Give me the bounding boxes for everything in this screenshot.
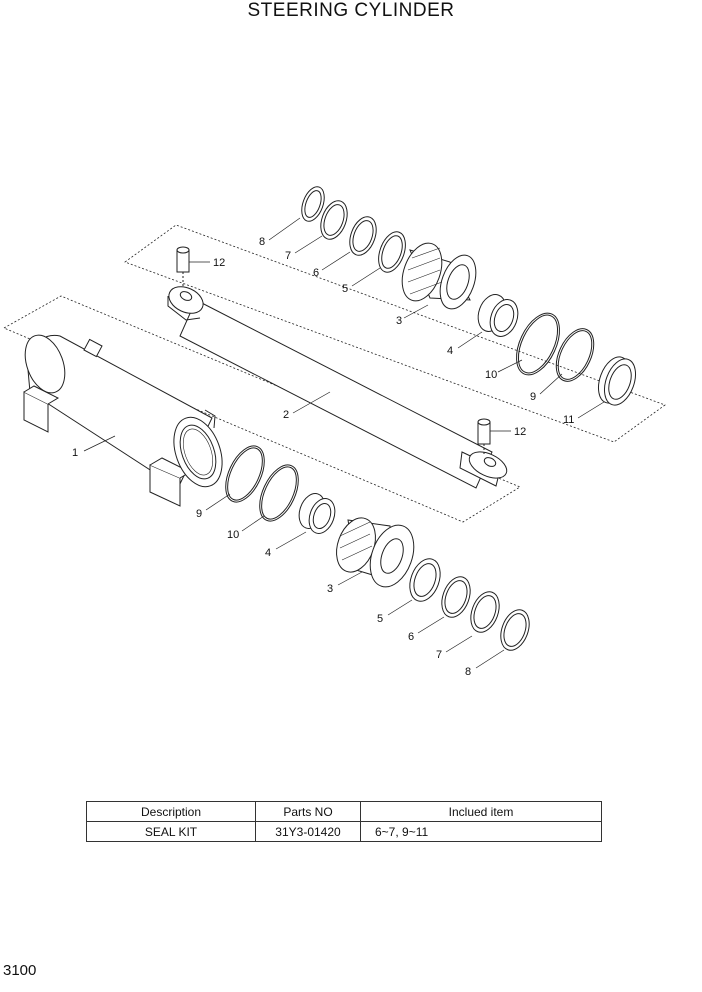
upper-seal-set (301, 186, 637, 406)
callout-6-upper: 6 (313, 267, 319, 279)
callout-9-upper: 9 (530, 391, 536, 403)
grease-nipple-upper (176, 246, 190, 286)
callout-8-lower: 8 (465, 666, 471, 678)
cylinder-tube (23, 334, 223, 507)
seal-kit-table: Description Parts NO Inclued item SEAL K… (86, 801, 602, 842)
table-row: SEAL KIT 31Y3-01420 6~7, 9~11 (86, 821, 602, 842)
callout-1: 1 (72, 447, 78, 459)
callout-5-upper: 5 (342, 283, 348, 295)
cell-parts-no: 31Y3-01420 (255, 821, 361, 842)
page-title: STEERING CYLINDER (247, 0, 455, 21)
piston-rod (167, 286, 508, 489)
lower-seal-set (225, 445, 530, 651)
cell-included-item: 6~7, 9~11 (360, 821, 602, 842)
table-header-row: Description Parts NO Inclued item (86, 801, 602, 822)
callout-5-lower: 5 (377, 613, 383, 625)
callout-12-upper: 12 (213, 257, 225, 269)
grease-nipple-lower (477, 418, 491, 456)
cell-description: SEAL KIT (86, 821, 256, 842)
callout-4-upper: 4 (447, 345, 453, 357)
callout-11: 11 (563, 414, 574, 426)
callout-10-lower: 10 (227, 529, 239, 541)
callout-12-lower: 12 (514, 426, 526, 438)
callout-3-upper: 3 (396, 315, 402, 327)
callout-10-upper: 10 (485, 369, 497, 381)
callout-2: 2 (283, 409, 289, 421)
callout-4-lower: 4 (265, 547, 271, 559)
leader-lines (83, 217, 605, 669)
callout-9-lower: 9 (196, 508, 202, 520)
callout-7-upper: 7 (285, 250, 291, 262)
callout-8-upper: 8 (259, 236, 265, 248)
page-number: 3100 (3, 962, 37, 979)
callout-3-lower: 3 (327, 583, 333, 595)
callout-7-lower: 7 (436, 649, 442, 661)
header-parts-no: Parts NO (255, 801, 361, 822)
rod-group-outline (124, 224, 666, 443)
callout-6-lower: 6 (408, 631, 414, 643)
header-included-item: Inclued item (360, 801, 602, 822)
header-description: Description (86, 801, 256, 822)
